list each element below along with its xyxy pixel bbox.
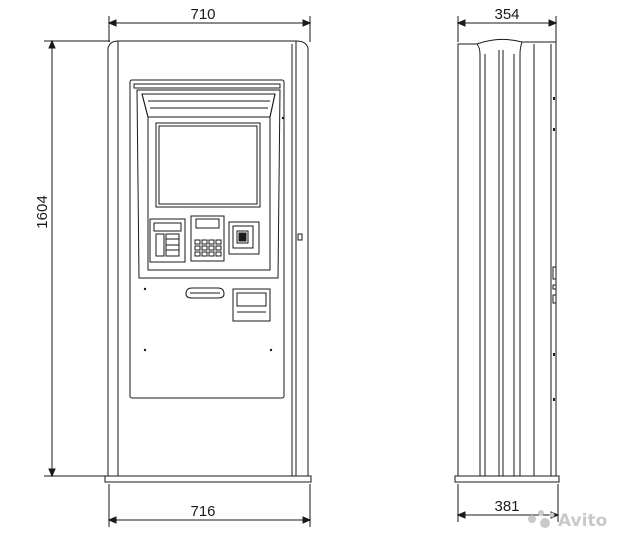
cabinet-body [104, 40, 312, 483]
numeric-keypad [190, 215, 225, 262]
screen [155, 122, 261, 208]
bottom-width-label: 716 [190, 503, 215, 520]
bottom-depth-label: 381 [494, 498, 519, 515]
top-depth-dimension: 354 [456, 6, 558, 42]
bottom-width-dimension: 716 [107, 484, 312, 527]
bill-acceptor [228, 221, 260, 255]
top-width-dimension: 710 [107, 6, 312, 42]
receipt-slot [185, 287, 225, 299]
dispenser [232, 288, 271, 322]
side-view: 354 [454, 6, 560, 522]
panel-screws [143, 116, 285, 352]
side-body [454, 38, 560, 483]
height-dimension: 1604 [34, 39, 110, 478]
front-panel [129, 79, 285, 399]
pin-pad [149, 218, 186, 263]
avito-watermark-text: Avito [558, 511, 607, 531]
side-vents [553, 97, 555, 401]
top-depth-label: 354 [494, 6, 519, 23]
keypad-keys [194, 239, 222, 257]
side-handle [552, 266, 557, 304]
avito-watermark: Avito [528, 510, 607, 531]
bottom-depth-dimension: 381 [456, 484, 560, 522]
front-view: 710 1604 [34, 6, 312, 527]
avito-logo-icon [528, 510, 555, 528]
height-label: 1604 [34, 195, 51, 228]
top-width-label: 710 [190, 6, 215, 23]
